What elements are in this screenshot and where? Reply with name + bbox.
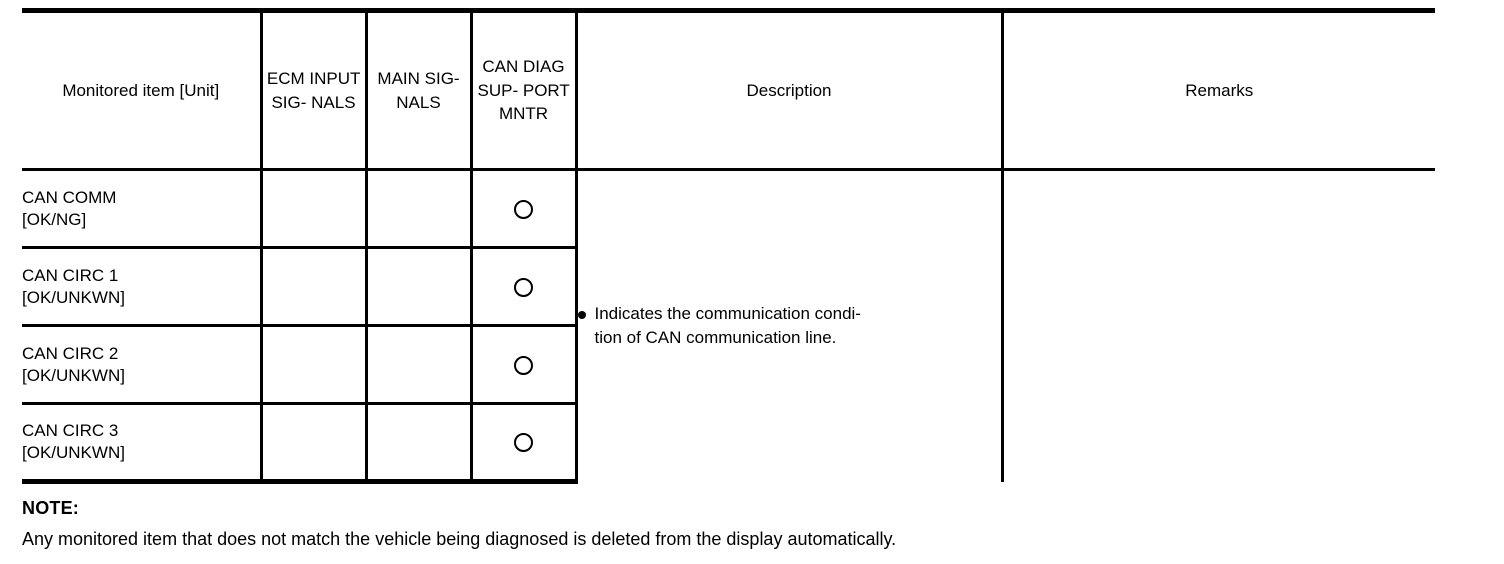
cell-ecm-input-signals (261, 247, 366, 327)
column-header-candiag-line-3: SUP- (477, 80, 519, 100)
cell-main-signals (366, 169, 471, 249)
cell-remarks (1002, 169, 1435, 482)
cell-main-signals (366, 247, 471, 327)
table-row: CAN CIRC 2 [OK/UNKWN] (22, 325, 1435, 405)
table-row: CAN COMM [OK/NG] Indicates the communica… (22, 169, 1435, 482)
description-text-line-2: tion of CAN communication line. (594, 328, 837, 348)
open-circle-icon (514, 277, 533, 297)
table-body: CAN COMM [OK/NG] Indicates the communica… (22, 169, 1435, 484)
monitored-item-name: CAN CIRC 2 (22, 343, 119, 363)
monitored-item-unit: [OK/UNKWN] (22, 443, 125, 462)
column-header-candiag-line-2: DIAG (523, 57, 565, 77)
column-header-monitored-item-line2: [Unit] (179, 80, 220, 100)
table-row: CAN CIRC 1 [OK/UNKWN] (22, 247, 1435, 327)
monitored-item-unit: [OK/UNKWN] (22, 365, 125, 385)
open-circle-icon (514, 355, 533, 375)
table-header-row: Monitored item [Unit] ECM INPUT SIG- NAL… (22, 8, 1435, 171)
column-header-candiag-line-5: MNTR (498, 104, 549, 124)
cell-ecm-input-signals (261, 169, 366, 249)
column-header-description: Description (574, 8, 1002, 171)
description-text: Indicates the communication condi- tion … (595, 302, 1001, 350)
monitored-item-unit: [OK/NG] (22, 209, 87, 229)
cell-monitored-item: CAN CIRC 3 [OK/UNKWN] (22, 403, 261, 484)
cell-ecm-input-signals (261, 403, 366, 484)
monitored-item-name: CAN CIRC 3 (22, 421, 119, 441)
cell-ecm-input-signals (261, 325, 366, 405)
monitored-item-name: CAN COMM (22, 187, 117, 207)
note-block: NOTE: Any monitored item that does not m… (22, 497, 1482, 552)
open-circle-icon (514, 433, 533, 453)
monitored-item-unit: [OK/UNKWN] (22, 287, 125, 307)
column-header-main-line-2: SIG- (424, 69, 460, 89)
open-circle-icon (514, 199, 533, 219)
column-header-monitored-item-line1: Monitored item (62, 80, 175, 100)
description-bullet-item: Indicates the communication condi- tion … (577, 302, 1001, 350)
column-header-ecm-line-3: SIG- (271, 92, 307, 112)
cell-monitored-item: CAN CIRC 1 [OK/UNKWN] (22, 247, 261, 327)
note-body: Any monitored item that does not match t… (22, 529, 897, 550)
cell-can-diag-support-mntr (471, 403, 576, 484)
column-header-monitored-item: Monitored item [Unit] (22, 8, 261, 171)
column-header-can-diag-support-mntr: CAN DIAG SUP- PORT MNTR (469, 8, 576, 171)
column-header-ecm-input-signals: ECM INPUT SIG- NALS (259, 8, 366, 171)
column-header-main-signals: MAIN SIG- NALS (364, 8, 471, 171)
cell-main-signals (366, 403, 471, 484)
monitored-item-name: CAN CIRC 1 (22, 265, 119, 285)
column-header-candiag-line-1: CAN (482, 57, 519, 77)
column-header-ecm-line-2: INPUT (309, 69, 361, 89)
cell-description: Indicates the communication condi- tion … (576, 169, 1002, 482)
column-header-candiag-line-4: PORT (522, 80, 570, 100)
table-row: CAN CIRC 3 [OK/UNKWN] (22, 403, 1435, 484)
cell-can-diag-support-mntr (471, 247, 576, 327)
cell-can-diag-support-mntr (471, 169, 576, 249)
table-header: Monitored item [Unit] ECM INPUT SIG- NAL… (22, 8, 1435, 171)
note-title: NOTE: (22, 498, 79, 518)
cell-can-diag-support-mntr (471, 325, 576, 405)
cell-monitored-item: CAN COMM [OK/NG] (22, 169, 261, 249)
description-text-line-1: Indicates the communication condi- (594, 304, 861, 324)
bullet-dot-icon (577, 311, 586, 320)
column-header-remarks: Remarks (1000, 8, 1435, 171)
column-header-ecm-line-4: NALS (311, 92, 356, 112)
monitored-items-table: Monitored item [Unit] ECM INPUT SIG- NAL… (22, 8, 1435, 484)
cell-main-signals (366, 325, 471, 405)
column-header-ecm-line-1: ECM (266, 69, 305, 89)
column-header-main-line-1: MAIN (377, 69, 420, 89)
column-header-main-line-3: NALS (396, 92, 441, 112)
cell-monitored-item: CAN CIRC 2 [OK/UNKWN] (22, 325, 261, 405)
